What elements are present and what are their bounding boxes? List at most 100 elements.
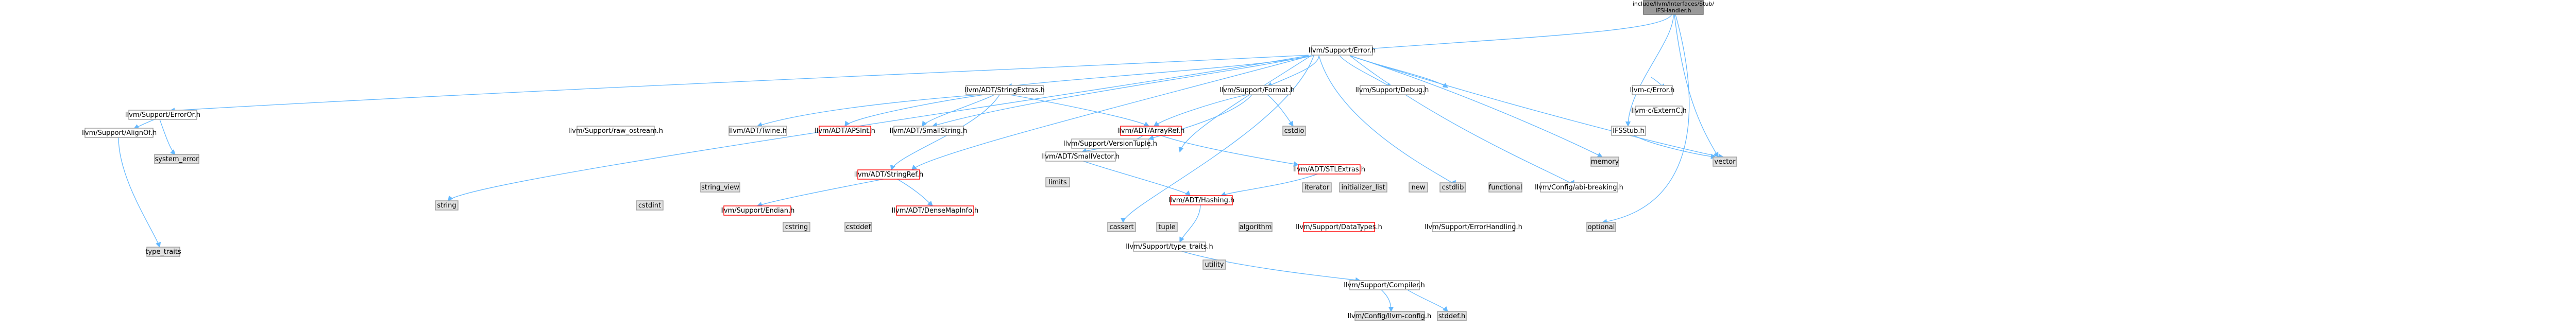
node-stl-extras[interactable]: llvm/ADT/STLExtras.h <box>1293 164 1365 175</box>
edge-stringref-endian <box>756 178 887 207</box>
node-llvm-c-error[interactable]: llvm-c/Error.h <box>1630 85 1675 95</box>
edge-error-abi <box>1349 55 1574 186</box>
node-iterator[interactable]: iterator <box>1302 182 1332 193</box>
edge-root-error <box>1359 14 1672 52</box>
node-support-debug-label: llvm/Support/Debug.h <box>1355 86 1429 94</box>
node-alignof[interactable]: llvm/Support/AlignOf.h <box>81 128 157 138</box>
root-node[interactable]: include/llvm/Interfaces/Stub/IFSHandler.… <box>1633 0 1715 15</box>
node-type-traits[interactable]: type_traits <box>145 247 181 257</box>
node-apsint-label: llvm/ADT/APSInt.h <box>815 127 875 135</box>
node-algorithm-label: algorithm <box>1240 223 1272 231</box>
edge-error-cassert <box>1120 55 1314 223</box>
node-compiler[interactable]: llvm/Support/Compiler.h <box>1344 280 1425 290</box>
node-type-traits-support[interactable]: llvm/Support/type_traits.h <box>1126 241 1213 252</box>
edge-error-twine <box>911 55 1312 170</box>
node-dense-map-info[interactable]: llvm/ADT/DenseMapInfo.h <box>892 205 978 216</box>
node-string-ref[interactable]: llvm/ADT/StringRef.h <box>854 169 923 180</box>
node-string-label: string <box>437 202 456 210</box>
node-version-tuple[interactable]: llvm/Support/VersionTuple.h <box>1063 138 1157 149</box>
edge-se-twine <box>756 94 979 128</box>
edge-compiler-config <box>1380 289 1394 312</box>
node-utility[interactable]: utility <box>1202 259 1226 270</box>
node-apsint[interactable]: llvm/ADT/APSInt.h <box>815 126 875 136</box>
node-string-view[interactable]: string_view <box>700 182 740 193</box>
node-functional[interactable]: functional <box>1488 182 1522 193</box>
edge-root-vector <box>1674 14 1719 158</box>
node-stddef[interactable]: stddef.h <box>1437 311 1467 321</box>
node-vector-label: vector <box>1714 158 1736 166</box>
node-initializer-list[interactable]: initializer_list <box>1339 182 1387 193</box>
edge-error-compiler <box>1318 55 1456 186</box>
node-external-c[interactable]: llvm-c/ExternC.h <box>1631 106 1687 116</box>
node-string-ref-label: llvm/ADT/StringRef.h <box>854 171 923 179</box>
node-abi-breaking[interactable]: llvm/Config/abi-breaking.h <box>1535 182 1623 193</box>
node-new[interactable]: new <box>1409 182 1428 193</box>
node-system-error[interactable]: system_error <box>154 154 199 164</box>
node-erroror[interactable]: llvm/Support/ErrorOr.h <box>125 110 200 120</box>
node-vector[interactable]: vector <box>1713 157 1737 167</box>
node-cstdint[interactable]: cstdint <box>636 200 664 211</box>
node-tuple-label: tuple <box>1158 223 1175 231</box>
node-cstdlib-label: cstdlib <box>1442 184 1464 192</box>
node-error-handling[interactable]: llvm/Support/ErrorHandling.h <box>1425 222 1522 232</box>
node-small-vector[interactable]: llvm/ADT/SmallVector.h <box>1041 151 1120 162</box>
node-error-handling-label: llvm/Support/ErrorHandling.h <box>1425 223 1522 231</box>
edge-se-apsint <box>844 94 985 127</box>
node-limits-label: limits <box>1048 179 1067 186</box>
edge-format-cstdio <box>1267 94 1294 127</box>
node-data-types[interactable]: llvm/Support/DataTypes.h <box>1296 222 1382 232</box>
node-endian[interactable]: llvm/Support/Endian.h <box>720 205 795 216</box>
node-external-c-label: llvm-c/ExternC.h <box>1631 107 1687 115</box>
node-error[interactable]: llvm/Support/Error.h <box>1309 45 1376 56</box>
node-cstring-label: cstring <box>785 223 808 231</box>
node-small-string[interactable]: llvm/ADT/SmallString.h <box>890 126 967 136</box>
node-hashing[interactable]: llvm/ADT/Hashing.h <box>1168 195 1234 205</box>
edge-arrayref-stl <box>1159 134 1299 167</box>
node-ifsstub[interactable]: IFSStub.h <box>1611 126 1646 136</box>
node-small-string-label: llvm/ADT/SmallString.h <box>890 127 967 135</box>
edge-se-smallstring <box>922 94 995 127</box>
node-limits[interactable]: limits <box>1045 177 1070 187</box>
node-algorithm[interactable]: algorithm <box>1239 222 1273 232</box>
node-llvm-config-label: llvm/Config/llvm-config.h <box>1348 312 1431 320</box>
edge-root-ifsstub <box>1625 14 1674 127</box>
node-optional[interactable]: optional <box>1586 222 1616 232</box>
node-data-types-label: llvm/Support/DataTypes.h <box>1296 223 1382 231</box>
node-initializer-list-label: initializer_list <box>1341 184 1385 192</box>
node-cstdint-label: cstdint <box>638 202 661 210</box>
node-abi-breaking-label: llvm/Config/abi-breaking.h <box>1535 184 1623 192</box>
node-array-ref[interactable]: llvm/ADT/ArrayRef.h <box>1117 126 1185 136</box>
node-dense-map-info-label: llvm/ADT/DenseMapInfo.h <box>892 207 978 215</box>
node-cstring[interactable]: cstring <box>783 222 810 232</box>
node-raw-ostream-label: llvm/Support/raw_ostream.h <box>568 127 663 135</box>
node-twine[interactable]: llvm/ADT/Twine.h <box>728 126 787 136</box>
node-support-format[interactable]: llvm/Support/Format.h <box>1219 85 1295 95</box>
node-cstdlib[interactable]: cstdlib <box>1439 182 1466 193</box>
node-small-vector-label: llvm/ADT/SmallVector.h <box>1041 153 1120 161</box>
node-string-view-label: string_view <box>701 184 739 192</box>
edge-stl-hashing <box>1220 173 1319 197</box>
node-stl-extras-label: llvm/ADT/STLExtras.h <box>1293 166 1365 173</box>
edge-error-format <box>1266 55 1319 88</box>
node-type-traits-support-label: llvm/Support/type_traits.h <box>1126 243 1213 251</box>
node-functional-label: functional <box>1489 184 1522 192</box>
node-tuple[interactable]: tuple <box>1156 222 1178 232</box>
node-cassert-label: cassert <box>1109 223 1133 231</box>
node-iterator-label: iterator <box>1304 184 1330 192</box>
node-raw-ostream[interactable]: llvm/Support/raw_ostream.h <box>568 126 663 136</box>
node-utility-label: utility <box>1205 261 1224 269</box>
node-string[interactable]: string <box>435 200 459 211</box>
node-string-extras-label: llvm/ADT/StringExtras.h <box>964 86 1044 94</box>
node-memory[interactable]: memory <box>1590 157 1619 167</box>
node-string-extras[interactable]: llvm/ADT/StringExtras.h <box>964 85 1045 95</box>
node-support-debug[interactable]: llvm/Support/Debug.h <box>1355 85 1429 95</box>
node-optional-label: optional <box>1588 223 1615 231</box>
node-cassert[interactable]: cassert <box>1107 222 1136 232</box>
node-llvm-config[interactable]: llvm/Config/llvm-config.h <box>1348 311 1431 321</box>
node-llvm-c-error-label: llvm-c/Error.h <box>1630 86 1675 94</box>
node-version-tuple-label: llvm/Support/VersionTuple.h <box>1063 140 1157 148</box>
node-cstdio[interactable]: cstdio <box>1282 126 1306 136</box>
edge-stringref-densemap <box>896 178 933 206</box>
node-cstddef[interactable]: cstddef <box>844 222 872 232</box>
